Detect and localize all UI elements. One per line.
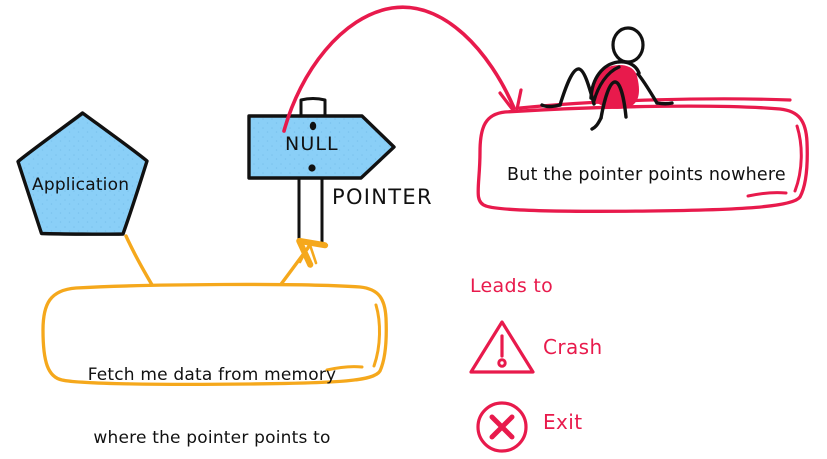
request-bubble-line-1: Fetch me data from memory <box>87 364 337 385</box>
pentagon-sketch-overstroke <box>17 112 85 163</box>
warning-triangle-outline <box>469 320 535 374</box>
circle-x-outline <box>476 401 528 453</box>
request-bubble-underline <box>325 365 364 372</box>
application-label: Application <box>32 175 130 195</box>
pointer-label: POINTER <box>332 185 433 209</box>
figure-leg-front <box>599 80 628 120</box>
signpost-screw-bottom <box>308 164 316 172</box>
figure-spine <box>589 60 641 100</box>
figure-arm <box>636 72 659 105</box>
figure-head <box>611 26 645 64</box>
request-bubble[interactable] <box>41 282 388 387</box>
null-sign-label: NULL <box>285 133 339 155</box>
leads-to-heading: Leads to <box>470 275 554 297</box>
response-bubble[interactable] <box>476 97 809 213</box>
figure-foot-front <box>590 116 603 131</box>
figure-hand <box>655 101 674 106</box>
request-arrow-barb-a <box>298 243 311 264</box>
signpost[interactable] <box>247 97 396 245</box>
figure-leg-back <box>558 67 596 107</box>
request-bubble-inner-stroke <box>372 303 381 368</box>
figure-torso-edge <box>592 65 621 103</box>
request-bubble-line-2: where the pointer points to <box>93 428 331 449</box>
circle-x-stroke-b <box>489 414 515 440</box>
figure-foot-back <box>540 103 562 109</box>
request-bubble-outline <box>41 282 388 387</box>
warning-triangle-icon[interactable] <box>469 320 535 374</box>
dereference-arc <box>282 5 516 133</box>
signpost-screw-top <box>309 121 317 131</box>
application-node[interactable] <box>16 111 149 236</box>
warning-exclaim-dot <box>497 358 507 368</box>
figure-torso-fill <box>591 64 639 109</box>
response-bubble-underline <box>746 191 788 198</box>
circle-x-icon[interactable] <box>476 401 528 453</box>
sitting-stick-figure <box>540 26 674 131</box>
outcome-label-crash: Crash <box>543 335 603 359</box>
request-arrow-barb-b <box>308 243 318 265</box>
pentagon-shape <box>16 111 149 236</box>
response-bubble-text: But the pointer points nowhere <box>507 165 786 185</box>
outcome-label-exit: Exit <box>543 410 583 434</box>
response-bubble-inner-stroke <box>793 124 803 193</box>
response-bubble-outline <box>476 104 809 213</box>
request-bubble-text: Fetch me data from memory where the poin… <box>72 322 352 459</box>
